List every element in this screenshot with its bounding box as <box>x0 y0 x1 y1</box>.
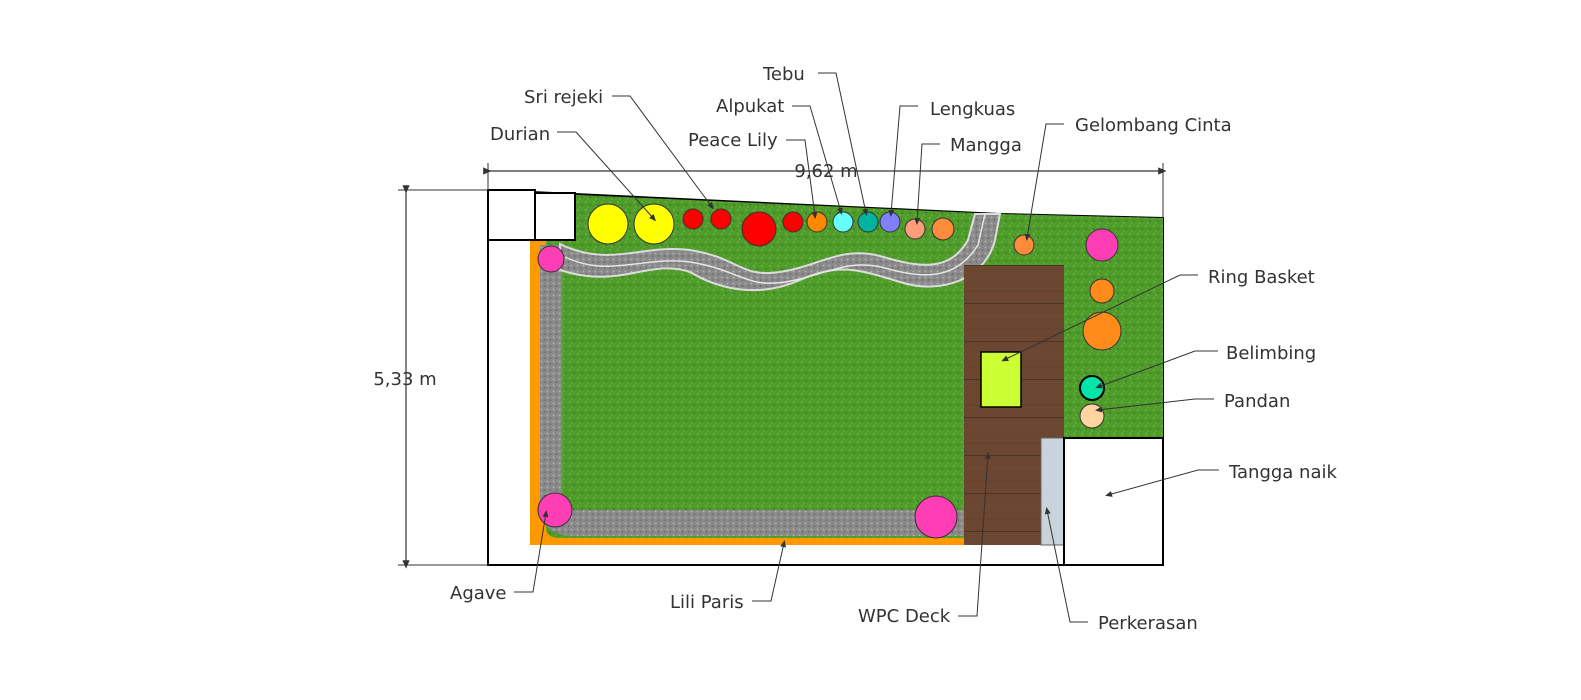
gelombang-cinta-plant <box>1013 234 1035 256</box>
agave-plant <box>537 245 565 273</box>
orange-plant <box>1082 311 1122 351</box>
wavy-gravel-path <box>559 213 1002 292</box>
sri-rejeki-label: Sri rejeki <box>524 87 603 108</box>
corner-block-1 <box>487 189 536 241</box>
alpukat-callout: Alpukat <box>716 96 843 215</box>
sri-rejeki-plant <box>782 211 804 233</box>
mangga-label: Mangga <box>950 135 1022 156</box>
pandan-plant <box>1079 403 1105 429</box>
peace-lily-label: Peace Lily <box>688 130 778 151</box>
mangga-plant <box>904 218 926 240</box>
gelombang-cinta-label: Gelombang Cinta <box>1075 115 1232 136</box>
sri-rejeki-plant <box>682 208 704 230</box>
mangga-plant <box>931 217 955 241</box>
tangga-naik-block <box>1063 437 1164 566</box>
perkerasan-pavement <box>1040 437 1065 546</box>
durian-label: Durian <box>490 124 550 145</box>
belimbing-label: Belimbing <box>1226 343 1316 364</box>
lili-paris-callout: Lili Paris <box>670 540 787 613</box>
orange-plant <box>1089 278 1115 304</box>
tangga-naik-label: Tangga naik <box>1228 462 1337 483</box>
sri-rejeki-plant <box>741 211 777 247</box>
wpc-deck-label: WPC Deck <box>858 606 951 627</box>
lengkuas-plant <box>879 211 901 233</box>
wpc-deck-callout: WPC Deck <box>858 452 991 627</box>
sri-rejeki-plant <box>710 208 732 230</box>
lili-paris-label: Lili Paris <box>670 592 744 613</box>
peace-lily-plant <box>806 211 828 233</box>
height-dimension-label: 5,33 m <box>373 369 436 390</box>
belimbing-plant <box>1079 375 1105 401</box>
lengkuas-callout: Lengkuas <box>888 99 1015 217</box>
alpukat-label: Alpukat <box>716 96 784 117</box>
tangga-naik-callout: Tangga naik <box>1105 462 1337 497</box>
agave-plant <box>1085 228 1119 262</box>
mangga-callout: Mangga <box>914 135 1022 225</box>
agave-callout: Agave <box>450 510 549 604</box>
perkerasan-callout: Perkerasan <box>1044 507 1198 634</box>
alpukat-plant <box>832 211 854 233</box>
pandan-label: Pandan <box>1224 391 1290 412</box>
perkerasan-label: Perkerasan <box>1098 613 1198 634</box>
belimbing-callout: Belimbing <box>1095 343 1316 389</box>
tebu-plant <box>857 211 879 233</box>
gelombang-cinta-callout: Gelombang Cinta <box>1024 115 1232 241</box>
sri-rejeki-callout: Sri rejeki <box>524 87 714 210</box>
durian-plant <box>633 203 675 245</box>
width-dimension-label: 9,62 m <box>794 161 857 182</box>
ring-basket-callout: Ring Basket <box>1001 267 1315 362</box>
agave-plant <box>537 492 573 528</box>
pandan-callout: Pandan <box>1095 391 1290 413</box>
tebu-label: Tebu <box>762 64 805 85</box>
ring-basket-label: Ring Basket <box>1208 267 1315 288</box>
wavy-path-inner-line <box>564 213 986 284</box>
peace-lily-callout: Peace Lily <box>688 130 818 219</box>
agave-plant <box>914 495 958 539</box>
lengkuas-label: Lengkuas <box>930 99 1015 120</box>
durian-callout: Durian <box>490 124 657 222</box>
durian-plant <box>587 203 629 245</box>
tebu-callout: Tebu <box>762 64 869 216</box>
corner-block-2 <box>534 192 576 241</box>
ring-basket <box>980 351 1022 408</box>
agave-label: Agave <box>450 583 507 604</box>
